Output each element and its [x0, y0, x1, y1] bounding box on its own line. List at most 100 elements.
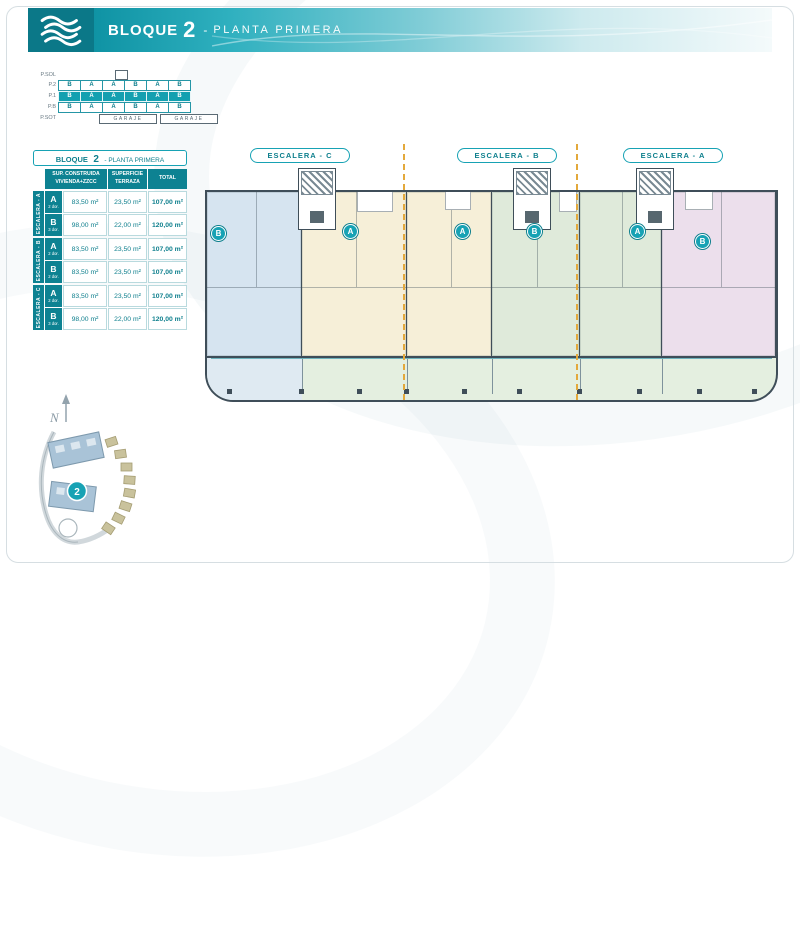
unit-type-cell: B 3 dor. — [45, 214, 62, 236]
stairs-hatch-icon — [639, 171, 671, 195]
construida-value: 83,50 m² — [63, 285, 107, 307]
garage-cells: GARAJE GARAJE — [99, 114, 218, 124]
floor-row-p2: P.2 B A A B A B — [33, 80, 243, 91]
table-row: B 3 dor. 98,00 m² 22,00 m² 120,00 m² — [45, 308, 187, 330]
column-header-terraza: SUPERFICIE TERRAZA — [108, 169, 147, 189]
total-value: 107,00 m² — [148, 261, 187, 283]
building-block-upper — [47, 431, 105, 469]
surface-table: BLOQUE 2 - PLANTA PRIMERA SUP. CONSTRUID… — [33, 150, 187, 330]
block-badge-number: 2 — [74, 487, 80, 498]
table-group-escalera-a: ESCALERA - A A 2 dor. 83,50 m² 23,50 m² … — [33, 191, 187, 236]
terraza-value: 23,50 m² — [108, 238, 147, 260]
escalera-divider-line — [576, 144, 578, 400]
floor-label: P.SOL — [40, 72, 57, 78]
north-compass-icon: N — [49, 394, 70, 425]
terraza-value: 22,00 m² — [108, 214, 147, 236]
floor-plan: ESCALERA - C ESCALERA - B ESCALERA - A — [205, 140, 778, 404]
unit-cell: A — [80, 91, 103, 102]
construida-value: 98,00 m² — [63, 308, 107, 330]
block-2-badge: 2 — [66, 480, 88, 502]
patio-lightwell — [445, 192, 471, 210]
apartment-a-escalera-c — [302, 192, 407, 356]
table-row: A 2 dor. 83,50 m² 23,50 m² 107,00 m² — [45, 191, 187, 213]
header-title-area: BLOQUE 2 - PLANTA PRIMERA — [94, 8, 772, 52]
site-location-map: N 2 — [20, 388, 170, 560]
total-value: 120,00 m² — [148, 308, 187, 330]
unit-type-cell: A 2 dor. — [45, 238, 62, 260]
patio-lightwell — [559, 192, 577, 212]
floor-label: P.1 — [48, 93, 56, 99]
terraza-value: 23,50 m² — [108, 261, 147, 283]
escalera-b-label: ESCALERA - B — [457, 148, 557, 163]
table-title-block: BLOQUE — [55, 155, 88, 164]
column-marker — [227, 389, 232, 394]
total-value: 107,00 m² — [148, 238, 187, 260]
table-row: A 2 dor. 83,50 m² 23,50 m² 107,00 m² — [45, 285, 187, 307]
column-marker — [462, 389, 467, 394]
unit-cell: B — [58, 91, 81, 102]
unit-badge: A — [343, 224, 358, 239]
unit-type-cell: B 2 dor. — [45, 261, 62, 283]
column-marker — [517, 389, 522, 394]
floor-label: P.SOT — [40, 115, 56, 121]
stairs-hatch-icon — [516, 171, 548, 195]
column-marker — [404, 389, 409, 394]
unit-cell: B — [168, 102, 191, 113]
surface-table-header: SUP. CONSTRUIDA VIVIENDA+ZZCC SUPERFICIE… — [45, 169, 187, 189]
escalera-row-label: ESCALERA - A — [33, 191, 44, 236]
total-value: 107,00 m² — [148, 191, 187, 213]
apartment-b-escalera-c — [207, 192, 302, 356]
elevator-shaft — [525, 211, 539, 223]
stairs-hatch-icon — [301, 171, 333, 195]
apartment-a-escalera-b — [407, 192, 492, 356]
unit-cell: A — [80, 80, 103, 91]
floor-row-p1-highlighted: P.1 B A A B A B — [33, 91, 243, 102]
garage-cell: GARAJE — [160, 114, 218, 124]
unit-badge: A — [455, 224, 470, 239]
terrace-divider — [407, 359, 408, 394]
table-title-number: 2 — [93, 154, 99, 165]
north-label: N — [49, 410, 60, 425]
column-header-total: TOTAL — [148, 169, 187, 189]
terrace-band — [205, 356, 778, 402]
unit-cell: A — [102, 91, 125, 102]
unit-cell: B — [58, 80, 81, 91]
terrace-divider — [492, 359, 493, 394]
road-outline — [38, 430, 112, 545]
table-title-floor: - PLANTA PRIMERA — [104, 157, 165, 164]
unit-cell: A — [146, 80, 169, 91]
roof-access-box — [115, 70, 128, 80]
construida-value: 83,50 m² — [63, 261, 107, 283]
floor-row-pb: P.B B A A B A B — [33, 102, 243, 113]
stair-core-escalera-c — [298, 168, 336, 230]
header-bar: BLOQUE 2 - PLANTA PRIMERA — [28, 8, 772, 52]
surface-table-title: BLOQUE 2 - PLANTA PRIMERA — [33, 150, 187, 166]
table-group-escalera-c: ESCALERA - C A 2 dor. 83,50 m² 23,50 m² … — [33, 285, 187, 330]
construida-value: 83,50 m² — [63, 191, 107, 213]
unit-badge: B — [527, 224, 542, 239]
unit-cell: A — [146, 102, 169, 113]
column-marker — [577, 389, 582, 394]
table-row: B 3 dor. 98,00 m² 22,00 m² 120,00 m² — [45, 214, 187, 236]
column-marker — [637, 389, 642, 394]
patio-lightwell — [685, 192, 713, 210]
escalera-a-label: ESCALERA - A — [623, 148, 723, 163]
unit-cell: A — [146, 91, 169, 102]
table-row: A 2 dor. 83,50 m² 23,50 m² 107,00 m² — [45, 238, 187, 260]
escalera-row-label: ESCALERA - B — [33, 238, 44, 283]
terraza-value: 23,50 m² — [108, 191, 147, 213]
unit-type-cell: A 2 dor. — [45, 285, 62, 307]
construida-value: 98,00 m² — [63, 214, 107, 236]
floor-cells: B A A B A B — [58, 91, 191, 102]
unit-badge: B — [211, 226, 226, 241]
escalera-divider-line — [403, 144, 405, 400]
unit-cell: B — [124, 102, 147, 113]
floor-row-psol: P.SOL — [33, 70, 243, 80]
waves-logo-icon — [40, 15, 82, 47]
elevator-shaft — [648, 211, 662, 223]
escalera-row-label: ESCALERA - C — [33, 285, 44, 330]
unit-badge: B — [695, 234, 710, 249]
unit-cell: A — [102, 102, 125, 113]
patio-lightwell — [357, 192, 393, 212]
unit-cell: B — [124, 91, 147, 102]
